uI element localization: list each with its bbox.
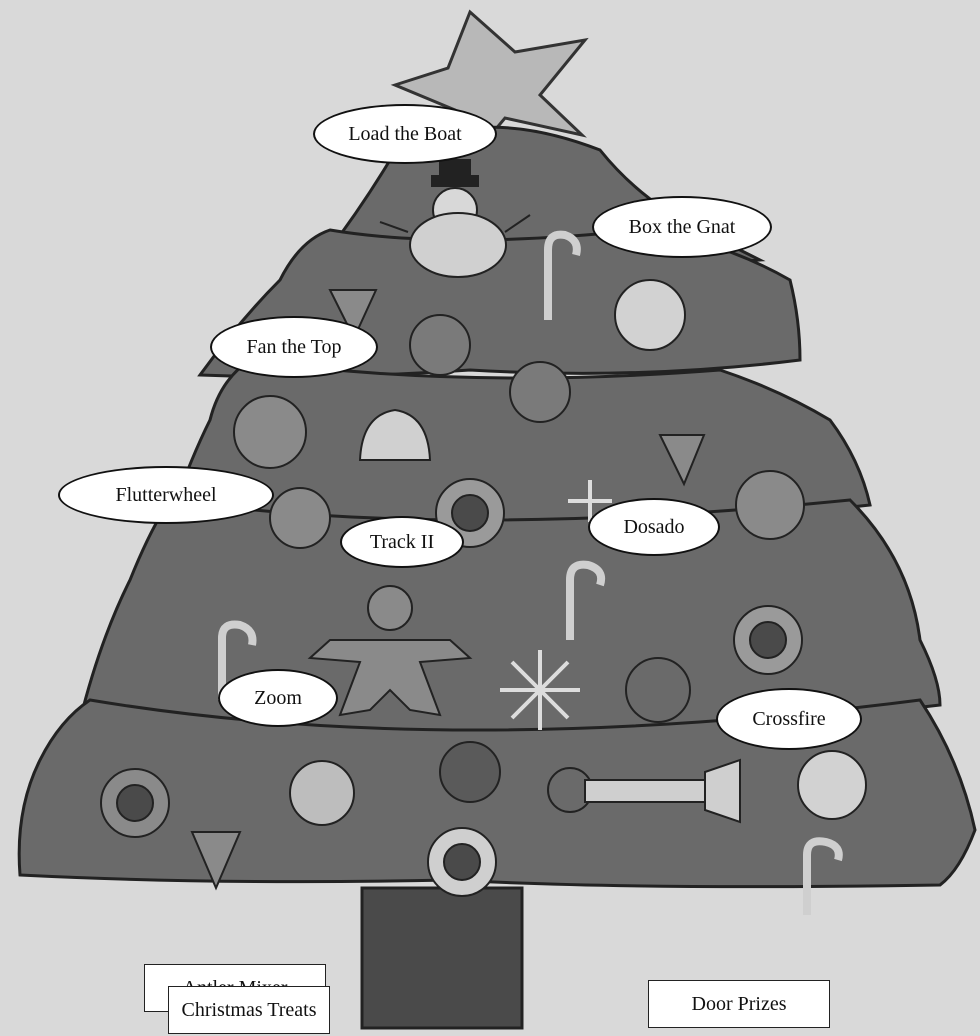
- spinning-top-icon: [190, 289, 706, 891]
- trumpet-icon: [547, 758, 741, 824]
- label-crossfire: Crossfire: [716, 688, 862, 750]
- label-box-the-gnat: Box the Gnat: [592, 196, 772, 258]
- box-door-prizes: Door Prizes: [648, 980, 830, 1028]
- gingerbread-icon: [307, 585, 473, 717]
- candy-cane-icon: [218, 230, 843, 915]
- label-zoom: Zoom: [218, 669, 338, 727]
- label-track-ii: Track II: [340, 516, 464, 568]
- label-flutterwheel: Flutterwheel: [58, 466, 274, 524]
- snowman-icon: [379, 159, 531, 278]
- label-fan-the-top: Fan the Top: [210, 316, 378, 378]
- ornaments: [100, 279, 867, 897]
- bell-icon: [358, 408, 432, 461]
- snowflake-icon: [500, 480, 612, 730]
- star-icon: [390, 9, 589, 164]
- label-load-the-boat: Load the Boat: [313, 104, 497, 164]
- tree-trunk: [360, 886, 524, 1030]
- label-dosado: Dosado: [588, 498, 720, 556]
- box-christmas-treats: Christmas Treats: [168, 986, 330, 1034]
